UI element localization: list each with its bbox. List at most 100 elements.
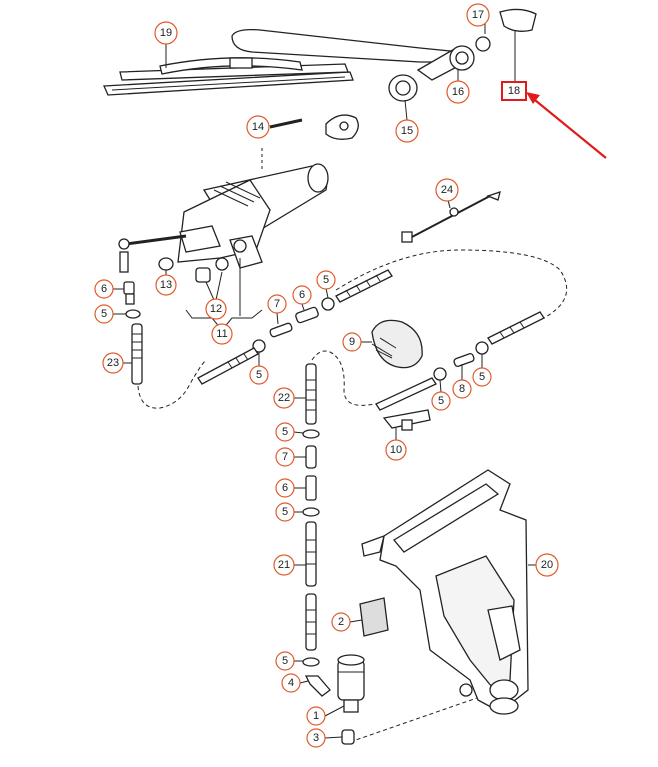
svg-text:23: 23 [107, 357, 119, 369]
callout-23: 23 [102, 352, 124, 374]
callout-18-highlighted: 18 [501, 81, 527, 101]
washer-reservoir [361, 469, 529, 715]
leader-5e [439, 379, 442, 393]
callout-17: 17 [466, 3, 490, 27]
hose-22 [305, 363, 317, 425]
bolt-14 [269, 118, 303, 129]
wiper-motor [177, 163, 329, 269]
svg-text:5: 5 [323, 274, 329, 286]
callout-24: 24 [435, 178, 459, 202]
callout-1: 1 [306, 706, 326, 726]
svg-text:1: 1 [313, 710, 319, 722]
callout-5a: 5 [94, 304, 114, 324]
connector-6c [305, 475, 317, 501]
hose-lower [305, 593, 317, 651]
leader-6b [301, 303, 305, 311]
svg-text:2: 2 [338, 616, 344, 628]
svg-text:4: 4 [288, 677, 294, 689]
clamp-left [125, 309, 141, 319]
leader-15 [404, 99, 408, 121]
leader-3 [324, 736, 343, 739]
callout-14: 14 [246, 115, 270, 139]
callout-7c: 7 [275, 447, 295, 467]
callout-11: 11 [211, 323, 233, 345]
callout-6c: 6 [275, 478, 295, 498]
svg-text:14: 14 [252, 121, 264, 133]
callout-20: 20 [535, 553, 559, 577]
clamp-5e [433, 367, 447, 381]
svg-text:17: 17 [472, 9, 484, 21]
callout-21: 21 [273, 554, 295, 576]
svg-text:6: 6 [282, 482, 288, 494]
callout-22: 22 [273, 387, 295, 409]
clip-10 [382, 409, 431, 431]
callout-6b: 6 [292, 285, 312, 305]
svg-text:5: 5 [282, 506, 288, 518]
hose-21 [305, 521, 317, 587]
svg-text:5: 5 [479, 371, 485, 383]
hose-route-left [137, 359, 207, 409]
filter-pad-2 [359, 597, 389, 637]
leader-7a [276, 312, 279, 325]
motor-shaft [118, 234, 187, 273]
callout-10: 10 [385, 439, 407, 461]
spacer-12 [195, 257, 229, 283]
svg-text:22: 22 [278, 392, 290, 404]
callout-3: 3 [306, 728, 326, 748]
svg-text:15: 15 [401, 125, 413, 137]
callout-5b: 5 [316, 270, 336, 290]
leader-2 [349, 619, 363, 623]
nozzle-pad [371, 319, 423, 369]
connector-8 [453, 353, 475, 367]
svg-text:5: 5 [282, 655, 288, 667]
callout-2: 2 [331, 612, 351, 632]
hose-right [487, 311, 545, 345]
svg-text:10: 10 [390, 444, 402, 456]
callout-16: 16 [446, 80, 470, 104]
leader-12a [205, 281, 215, 301]
callout-13: 13 [155, 274, 177, 296]
svg-text:21: 21 [278, 559, 290, 571]
nut-13 [158, 257, 174, 271]
svg-text:5: 5 [101, 308, 107, 320]
callout-19: 19 [154, 21, 178, 45]
clamp-5f [302, 429, 320, 439]
callout-5e: 5 [431, 391, 451, 411]
callout-9: 9 [342, 332, 362, 352]
clamp-5h [302, 657, 320, 667]
svg-text:9: 9 [349, 336, 355, 348]
svg-text:5: 5 [256, 369, 262, 381]
grommet [388, 74, 418, 102]
connector-6b [295, 306, 319, 324]
callout-5h: 5 [275, 651, 295, 671]
leader-5b [325, 287, 329, 299]
callout-5c: 5 [249, 365, 269, 385]
svg-text:13: 13 [160, 279, 172, 291]
svg-text:24: 24 [441, 184, 453, 196]
svg-text:18: 18 [508, 85, 520, 97]
svg-text:7: 7 [282, 451, 288, 463]
callout-5f: 5 [275, 422, 295, 442]
svg-text:5: 5 [282, 426, 288, 438]
leader-5f [293, 431, 304, 434]
hose-23 [131, 323, 143, 385]
red-arrow-icon [526, 92, 607, 159]
pump-1 [337, 654, 365, 713]
clamp-5b [321, 297, 335, 311]
svg-text:12: 12 [210, 303, 222, 315]
hose-mid-left [197, 347, 259, 385]
callout-15: 15 [395, 119, 419, 143]
hose-route-top [335, 249, 568, 321]
svg-text:20: 20 [541, 559, 553, 571]
connector-7a [269, 322, 293, 338]
callout-12: 12 [205, 298, 227, 320]
elbow-4 [304, 675, 331, 697]
hose-top-right [335, 269, 393, 303]
callout-7a: 7 [267, 294, 287, 314]
connector-7c [305, 445, 317, 469]
hose-clip [401, 191, 501, 243]
wiper-blade [103, 57, 354, 96]
callout-6a: 6 [94, 279, 114, 299]
leader-4 [299, 680, 309, 684]
